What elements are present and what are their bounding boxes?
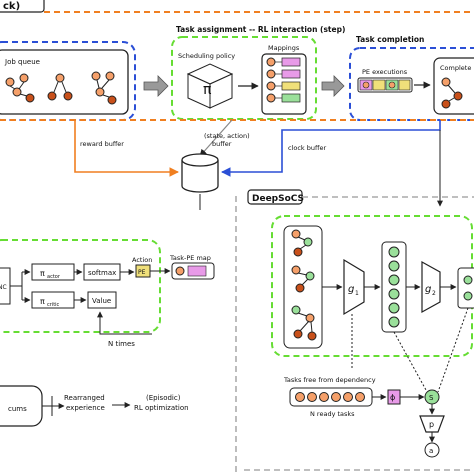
rearranged-label-1: Rearranged bbox=[64, 394, 105, 402]
cums-label: cums bbox=[8, 405, 27, 413]
clock-buffer-line bbox=[221, 120, 441, 177]
reward-buffer-label: reward buffer bbox=[80, 140, 124, 148]
n-times-loop bbox=[99, 318, 152, 335]
g2-label: g bbox=[425, 284, 431, 295]
g2-network bbox=[421, 260, 441, 314]
g2-output-box bbox=[457, 267, 474, 309]
pi-critic-sub: critic bbox=[47, 302, 60, 308]
episodic-label-1: (Episodic) bbox=[146, 394, 181, 402]
complete-dag bbox=[441, 77, 463, 109]
mappings-label: Mappings bbox=[268, 44, 300, 52]
policy-pi: π bbox=[203, 82, 212, 98]
g2-sub: 2 bbox=[432, 290, 436, 297]
reward-buffer-line bbox=[74, 120, 179, 177]
value-label: Value bbox=[92, 297, 111, 305]
g1-sub: 1 bbox=[355, 290, 359, 297]
phi-label: ϕ bbox=[390, 393, 395, 402]
ready-task-nodes bbox=[295, 392, 365, 402]
pi-actor-sub: actor bbox=[47, 274, 61, 280]
sa-buffer-line bbox=[199, 119, 233, 157]
input-dags bbox=[291, 229, 317, 341]
n-times-label: N times bbox=[108, 340, 135, 348]
dag-node bbox=[12, 87, 22, 97]
dag-node bbox=[91, 71, 101, 81]
dag-node bbox=[63, 91, 73, 101]
experience-database-icon bbox=[181, 153, 219, 193]
task-assignment-panel bbox=[171, 36, 317, 120]
dag-node bbox=[55, 73, 65, 83]
pe-label: PE bbox=[138, 269, 146, 276]
task-pe-map-label: Task-PE map bbox=[169, 254, 211, 262]
g1-network bbox=[343, 258, 365, 316]
nc-label: NC bbox=[0, 284, 7, 291]
episodic-label-2: RL optimization bbox=[134, 404, 189, 412]
flow-arrow-1 bbox=[143, 75, 169, 97]
job-queue-label: Job queue bbox=[4, 58, 40, 66]
deepsocs-title: DeepSoCS bbox=[252, 194, 304, 204]
actor-critic-panel bbox=[0, 239, 161, 333]
a-node bbox=[424, 442, 440, 458]
complete-label: Complete bbox=[440, 64, 471, 72]
clock-buffer-label: clock buffer bbox=[288, 144, 326, 152]
value-box bbox=[87, 291, 117, 309]
tasks-free-label: Tasks free from dependency bbox=[283, 376, 376, 384]
pe-execution-slots bbox=[359, 79, 411, 91]
mapping-rows bbox=[266, 57, 301, 103]
pe-executions-label: PE executions bbox=[362, 68, 408, 76]
n-ready-label: N ready tasks bbox=[310, 410, 355, 418]
job-queue-dags bbox=[5, 71, 117, 105]
dag-node bbox=[107, 95, 117, 105]
header-corner-label: ck) bbox=[3, 1, 20, 12]
policy-cube: π bbox=[186, 63, 234, 109]
embedding-nodes bbox=[388, 246, 400, 328]
dag-node bbox=[19, 73, 29, 83]
sa-buffer-label-1: (state, action) bbox=[204, 132, 250, 140]
softmax-label: softmax bbox=[88, 269, 116, 277]
dag-node bbox=[25, 93, 35, 103]
header-label-box bbox=[0, 0, 45, 13]
pi-critic-label: π bbox=[40, 297, 45, 306]
dotted-emb-to-s bbox=[393, 331, 427, 391]
pi-actor-label: π bbox=[40, 269, 45, 278]
s-label: S bbox=[429, 394, 434, 402]
sa-buffer-label-2: buffer bbox=[212, 140, 232, 148]
p-label: p bbox=[429, 420, 434, 429]
g1-label: g bbox=[348, 284, 354, 295]
dag-node bbox=[47, 91, 57, 101]
task-assignment-label: Task assignment -- RL interaction (step) bbox=[176, 25, 345, 34]
task-completion-label: Task completion bbox=[356, 35, 424, 44]
rearranged-label-2: experience bbox=[66, 404, 105, 412]
p-network bbox=[419, 415, 445, 433]
dotted-g2-to-s bbox=[437, 307, 469, 393]
dag-node bbox=[95, 87, 105, 97]
action-label: Action bbox=[132, 256, 152, 264]
scheduling-policy-label: Scheduling policy bbox=[178, 52, 235, 60]
flow-arrow-2 bbox=[321, 75, 345, 97]
a-label: a bbox=[429, 447, 433, 455]
dag-node bbox=[5, 77, 15, 87]
dag-node bbox=[105, 71, 115, 81]
